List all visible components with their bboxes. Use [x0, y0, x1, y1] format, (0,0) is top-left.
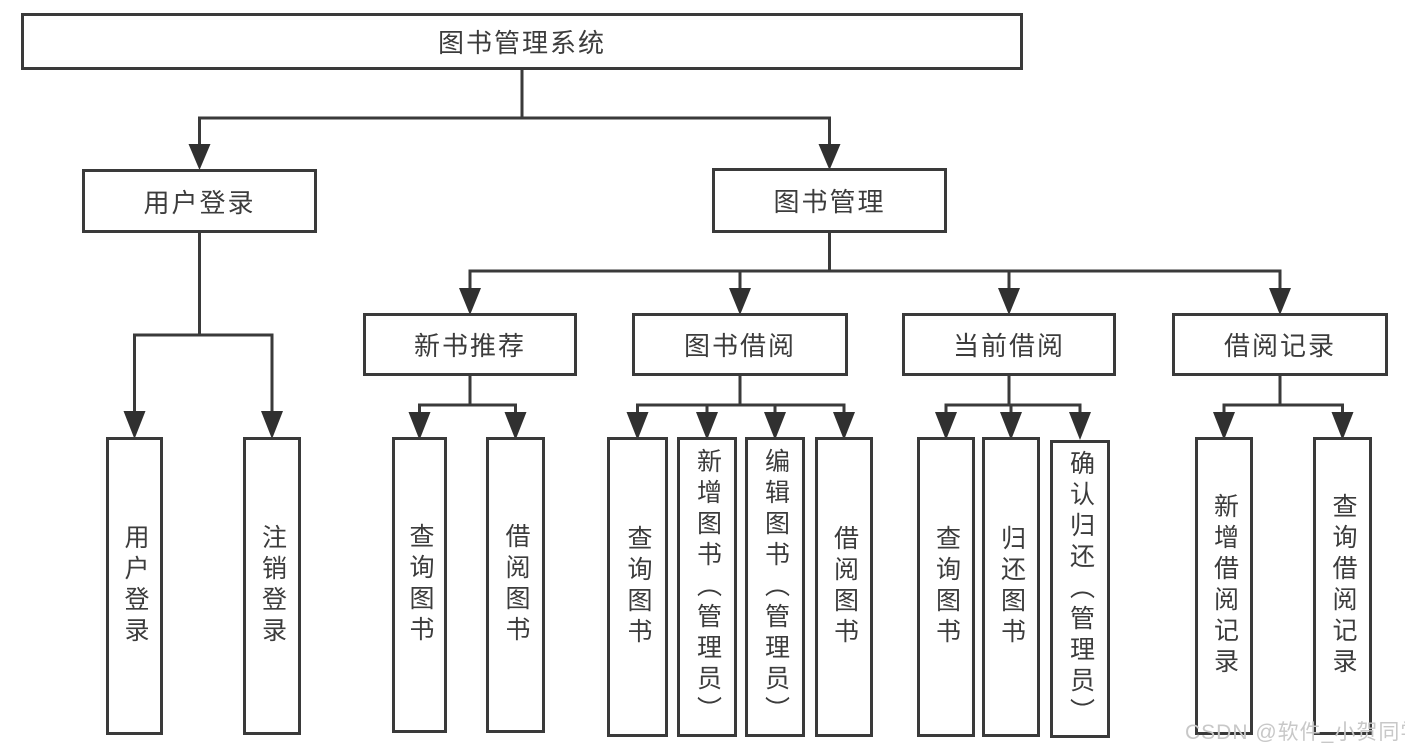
- node-book-management-label: 图书管理: [773, 187, 886, 217]
- leaf-query-books-borrow-label: 查询图书: [624, 525, 652, 649]
- leaf-borrow-books-recommend: 借阅图书: [486, 437, 545, 733]
- node-borrowing-records-label: 借阅记录: [1223, 331, 1336, 361]
- leaf-logout-label: 注销登录: [258, 524, 287, 648]
- connector-current-borrow-to-leaves: [935, 376, 1091, 440]
- leaf-query-books-borrow: 查询图书: [607, 437, 668, 737]
- watermark: CSDN @软件_小贺同学: [1185, 721, 1405, 744]
- leaf-confirm-return-admin: 确认归还（管理员）: [1050, 440, 1110, 738]
- leaf-add-borrow-record-label: 新增借阅记录: [1210, 493, 1239, 679]
- node-current-borrowing: 当前借阅: [902, 313, 1116, 376]
- connector-book-borrow-to-leaves: [626, 376, 855, 440]
- leaf-borrow-books-label: 借阅图书: [830, 525, 859, 649]
- leaf-borrow-books: 借阅图书: [815, 437, 873, 737]
- node-user-login-label: 用户登录: [143, 187, 256, 218]
- leaf-logout: 注销登录: [243, 437, 301, 735]
- node-new-book-recommend: 新书推荐: [363, 313, 577, 376]
- node-root: 图书管理系统: [21, 13, 1023, 70]
- connector-new-book-to-leaves: [408, 376, 527, 440]
- leaf-add-books-admin-label: 新增图书（管理员）: [693, 447, 722, 727]
- leaf-query-books-current: 查询图书: [917, 437, 975, 737]
- node-current-borrowing-label: 当前借阅: [952, 331, 1065, 361]
- connector-borrow-records-to-leaves: [1213, 376, 1354, 440]
- node-root-label: 图书管理系统: [437, 28, 606, 58]
- leaf-edit-books-admin-label: 编辑图书（管理员）: [761, 447, 790, 727]
- leaf-add-books-admin: 新增图书（管理员）: [677, 437, 737, 737]
- leaf-return-books: 归还图书: [982, 437, 1040, 737]
- leaf-confirm-return-admin-label: 确认归还（管理员）: [1066, 449, 1095, 729]
- leaf-user-login-label: 用户登录: [121, 524, 149, 648]
- connector-book-management-to-level3: [459, 233, 1291, 315]
- leaf-return-books-label: 归还图书: [997, 525, 1026, 649]
- leaf-query-books-recommend-label: 查询图书: [406, 523, 434, 647]
- leaf-edit-books-admin: 编辑图书（管理员）: [745, 437, 805, 737]
- node-book-borrowing-label: 图书借阅: [683, 331, 796, 361]
- leaf-add-borrow-record: 新增借阅记录: [1195, 437, 1253, 735]
- connector-user-login-to-leaves: [123, 233, 283, 439]
- node-book-management: 图书管理: [712, 168, 947, 233]
- leaf-query-books-current-label: 查询图书: [932, 525, 961, 649]
- leaf-query-borrow-record: 查询借阅记录: [1313, 437, 1372, 735]
- connector-root-to-level2: [188, 70, 841, 170]
- leaf-query-borrow-record-label: 查询借阅记录: [1329, 493, 1357, 679]
- leaf-borrow-books-recommend-label: 借阅图书: [502, 523, 530, 647]
- node-user-login: 用户登录: [82, 169, 317, 233]
- node-borrowing-records: 借阅记录: [1172, 313, 1388, 376]
- leaf-query-books-recommend: 查询图书: [392, 437, 447, 733]
- node-book-borrowing: 图书借阅: [632, 313, 848, 376]
- node-new-book-recommend-label: 新书推荐: [413, 331, 526, 361]
- leaf-user-login: 用户登录: [106, 437, 163, 735]
